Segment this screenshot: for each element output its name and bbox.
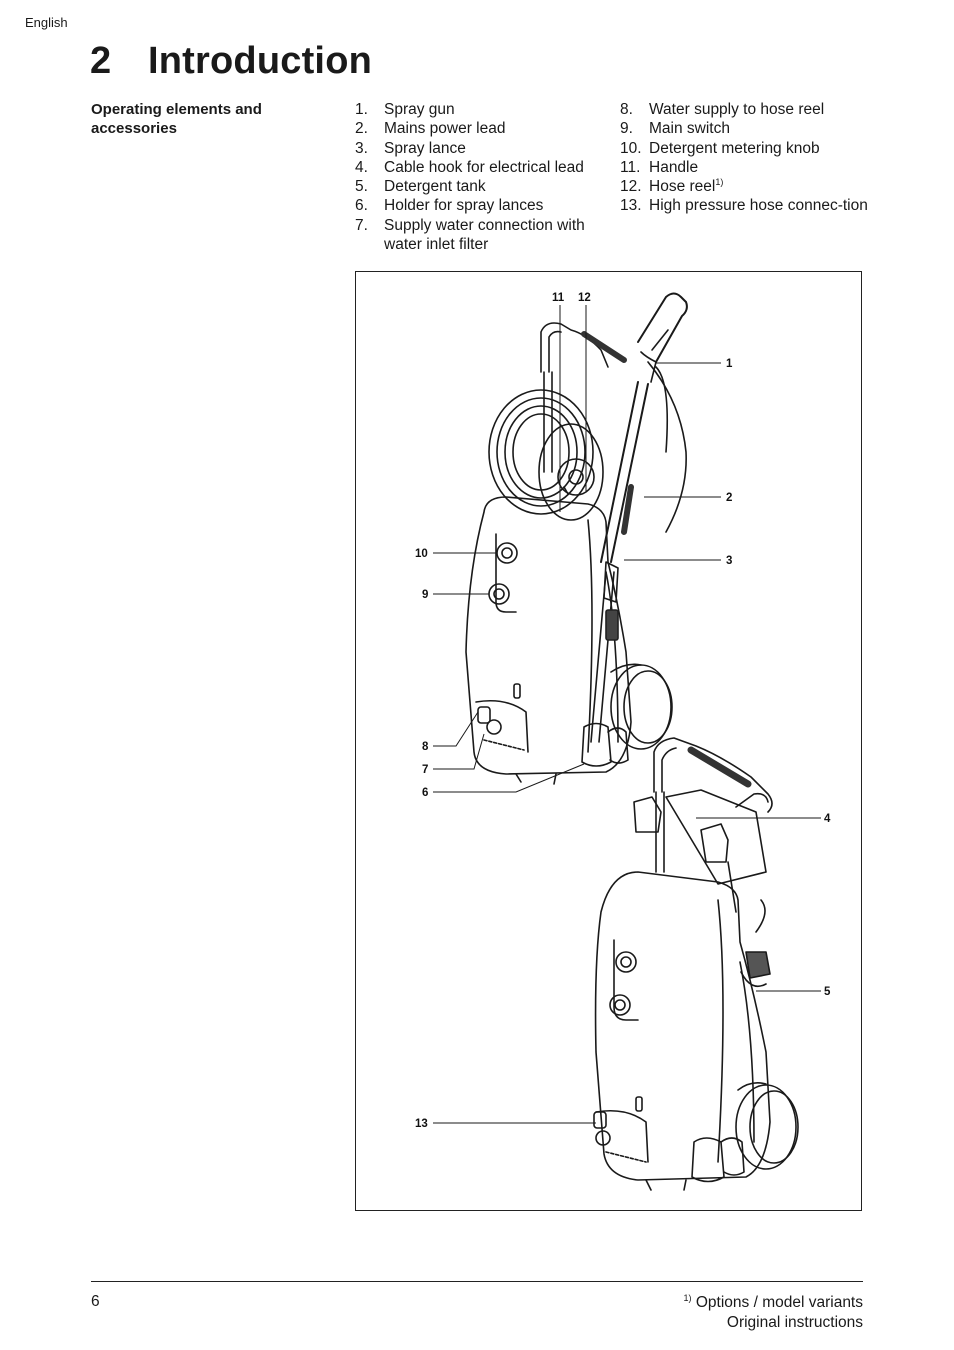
list-item: 3.Spray lance (355, 139, 466, 157)
footer-divider (91, 1281, 863, 1282)
pressure-washer-figure: 1 2 3 4 5 6 7 8 9 10 11 12 13 (355, 271, 862, 1211)
callout-13: 13 (415, 1118, 428, 1130)
callout-12: 12 (578, 292, 591, 304)
callout-11: 11 (552, 292, 565, 304)
list-item: 13.High pressure hose connec-tion (620, 197, 868, 215)
callout-7: 7 (422, 764, 428, 776)
list-item: 1.Spray gun (355, 101, 455, 118)
list-item: 8.Water supply to hose reel (620, 101, 825, 118)
callout-6: 6 (422, 787, 428, 799)
language-label: English (25, 15, 68, 30)
callout-1: 1 (726, 358, 733, 370)
list-item: 9.Main switch (620, 120, 730, 138)
footnote-text: Options / model variants (695, 1294, 863, 1311)
list-item: 5.Detergent tank (355, 178, 486, 196)
section-title: Operating elements and accessories (91, 101, 262, 137)
chapter-number: 2 (90, 40, 112, 82)
callout-4: 4 (824, 813, 831, 825)
list-item: 10.Detergent metering knob (620, 139, 820, 157)
list-item: 7.Supply water connection with water inl… (355, 216, 585, 254)
callout-5: 5 (824, 986, 831, 998)
callout-3: 3 (726, 555, 732, 567)
list-item: 12.Hose reel1) (620, 177, 724, 196)
chapter-heading: 2 Introduction (90, 40, 372, 83)
callout-9: 9 (422, 589, 428, 601)
footnote-marker: 1) (715, 177, 724, 188)
footnote-marker: 1) (683, 1293, 692, 1303)
pressure-washer-illustration: 1 2 3 4 5 6 7 8 9 10 11 12 13 (415, 292, 831, 1191)
callout-2: 2 (726, 492, 732, 504)
list-item: 6.Holder for spray lances (355, 197, 544, 215)
list-item: 4.Cable hook for electrical lead (355, 158, 584, 176)
parts-list-left: 1.Spray gun 2.Mains power lead 3.Spray l… (355, 100, 605, 254)
page-number: 6 (91, 1293, 100, 1310)
list-item: 11.Handle (620, 158, 699, 176)
callout-10: 10 (415, 548, 428, 560)
parts-list-right: 8.Water supply to hose reel 9.Main switc… (620, 100, 870, 216)
original-instructions-note: Original instructions (726, 1314, 863, 1331)
chapter-title: Introduction (148, 40, 373, 82)
footnote: 1) Options / model variants (684, 1293, 863, 1313)
callout-8: 8 (422, 741, 429, 753)
footer-notes: 1) Options / model variants Original ins… (684, 1293, 863, 1333)
list-item: 2.Mains power lead (355, 120, 506, 138)
